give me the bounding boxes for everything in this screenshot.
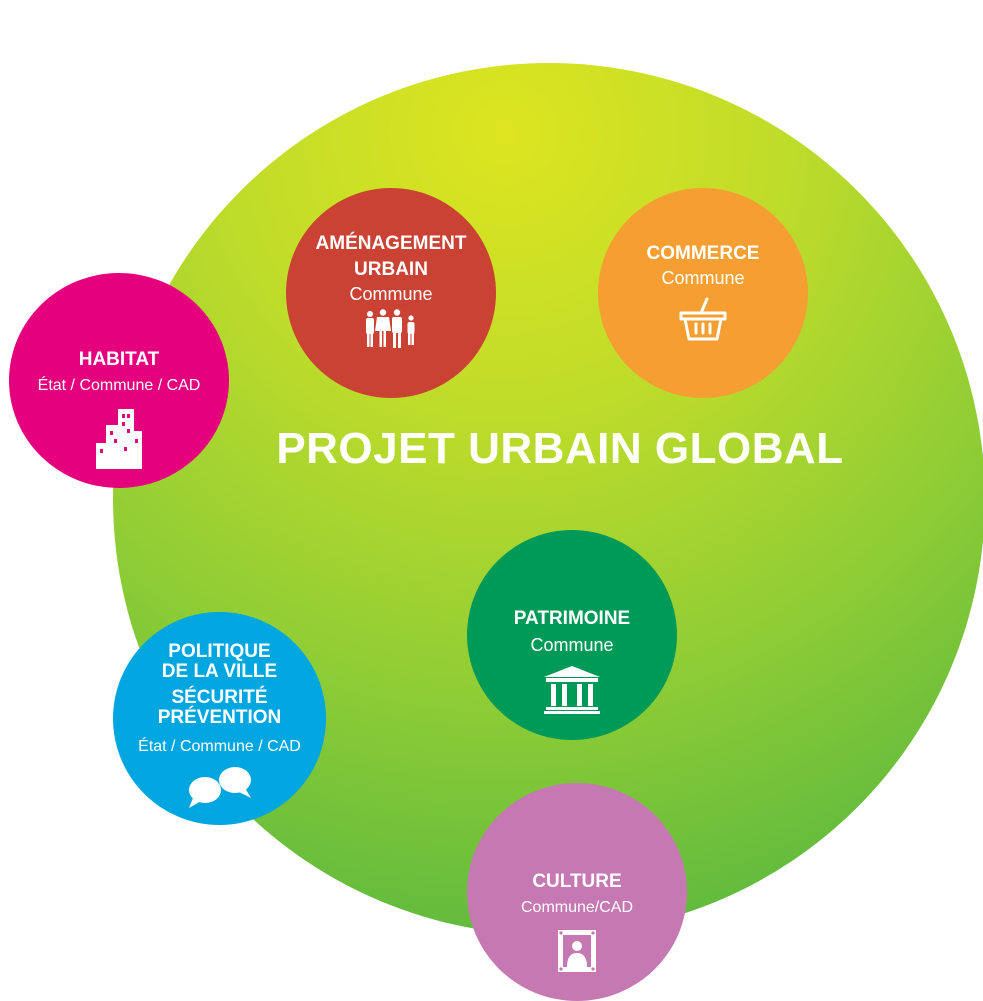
politique-title-line4: PRÉVENTION <box>157 707 282 728</box>
commerce-sub: Commune <box>661 268 745 288</box>
patrimoine-circle: PATRIMOINE Commune <box>467 530 677 740</box>
habitat-sub: État / Commune / CAD <box>37 377 201 394</box>
family-icon <box>366 309 415 348</box>
habitat-title: HABITAT <box>78 349 160 370</box>
politique-sub: État / Commune / CAD <box>138 738 301 755</box>
main-title: PROJET URBAIN GLOBAL <box>276 424 844 473</box>
amenagement-title-line2: URBAIN <box>354 259 428 280</box>
politique-de-la-ville-circle: POLITIQUE DE LA VILLE SÉCURITÉ PRÉVENTIO… <box>113 612 326 825</box>
culture-circle: CULTURE Commune/CAD <box>467 783 687 1001</box>
basket-icon <box>679 297 727 341</box>
commerce-title: COMMERCE <box>646 243 760 264</box>
commerce-circle: COMMERCE Commune <box>598 188 808 398</box>
politique-title-line2: DE LA VILLE <box>161 661 278 682</box>
amenagement-title-line1: AMÉNAGEMENT <box>315 233 467 254</box>
amenagement-sub: Commune <box>349 284 433 304</box>
culture-sub: Commune/CAD <box>520 899 634 916</box>
patrimoine-sub: Commune <box>530 635 614 655</box>
framed-painting-icon <box>558 930 596 972</box>
patrimoine-title: PATRIMOINE <box>513 608 631 629</box>
amenagement-urbain-circle: AMÉNAGEMENT URBAIN Commune <box>286 188 496 398</box>
politique-title-line1: POLITIQUE <box>168 641 271 662</box>
speech-bubbles-icon <box>188 767 251 808</box>
buildings-icon <box>96 409 142 469</box>
culture-title: CULTURE <box>532 871 622 892</box>
politique-title-line3: SÉCURITÉ <box>171 687 268 708</box>
temple-icon <box>544 666 600 714</box>
habitat-circle: HABITAT État / Commune / CAD <box>9 273 229 488</box>
